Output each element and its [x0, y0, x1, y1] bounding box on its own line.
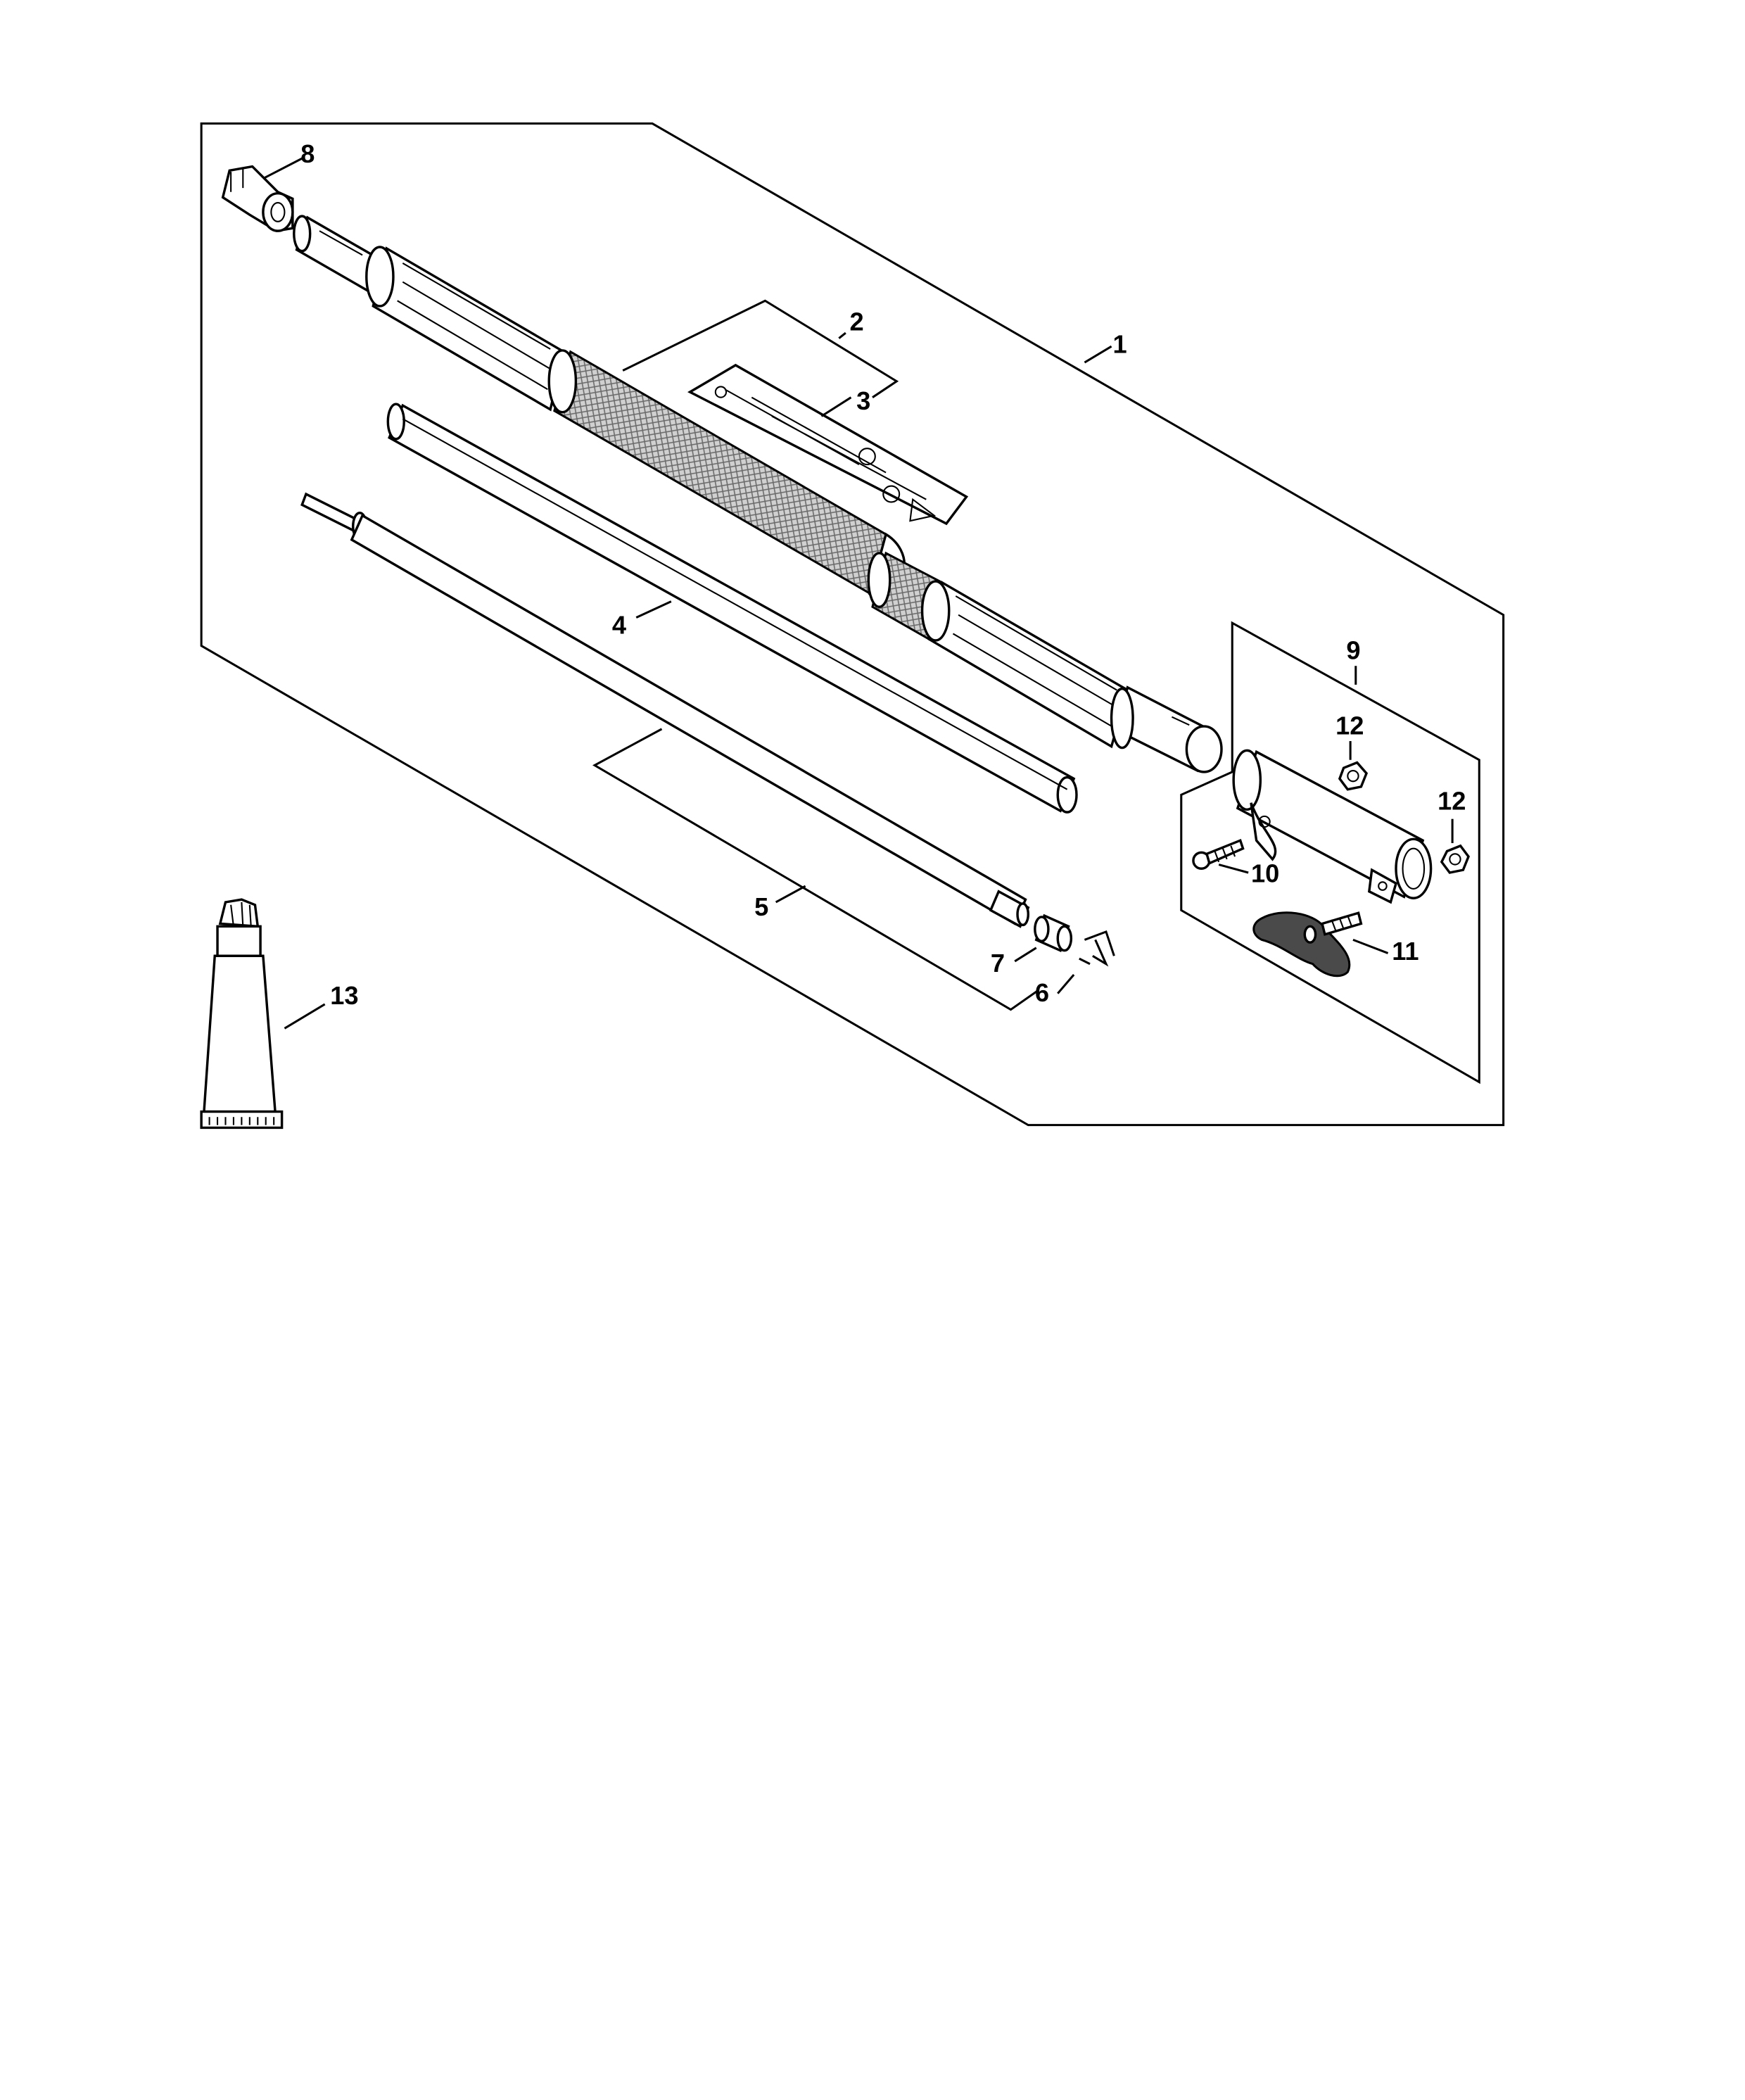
callout-6: 6: [1035, 978, 1049, 1007]
callout-9: 9: [1346, 636, 1360, 665]
callout-13: 13: [330, 981, 358, 1010]
callout-11: 11: [1392, 937, 1419, 966]
part-3-decal: [687, 363, 969, 526]
callout-10: 10: [1251, 859, 1279, 887]
callout-5: 5: [754, 892, 768, 921]
callout-7: 7: [991, 949, 1005, 978]
callout-labels: 1 2 3 4 5 6 7 8 9 10 11 12 12 13: [300, 139, 1466, 1010]
callout-1: 1: [1112, 330, 1127, 359]
part-9-clamp: [1232, 749, 1433, 904]
part-11-wing-screw: [1252, 911, 1363, 978]
callout-12-upper: 12: [1335, 711, 1364, 740]
callout-12-right: 12: [1438, 786, 1466, 815]
part-5-drive-shaft: [300, 492, 1030, 928]
assembly-frame-1: [200, 122, 1505, 1127]
leader-lines: [262, 157, 1454, 1030]
part-6-circlip: [1079, 930, 1115, 967]
callout-8: 8: [300, 139, 315, 168]
callout-4: 4: [612, 610, 626, 639]
part-10-screw: [1192, 838, 1245, 870]
part-13-grease-tube: [200, 898, 284, 1130]
part-12-nut-upper: [1338, 761, 1369, 791]
callout-2: 2: [850, 307, 864, 336]
part-4-drive-tube: [386, 403, 1078, 814]
part-7-bushing: [1034, 913, 1073, 952]
part-8-bushing: [221, 165, 294, 232]
part-12-nut-right: [1440, 844, 1470, 874]
callout-3: 3: [856, 386, 870, 415]
assembly-frame-9: [1180, 621, 1480, 1084]
part-1-shaft-tube: [293, 215, 1223, 773]
